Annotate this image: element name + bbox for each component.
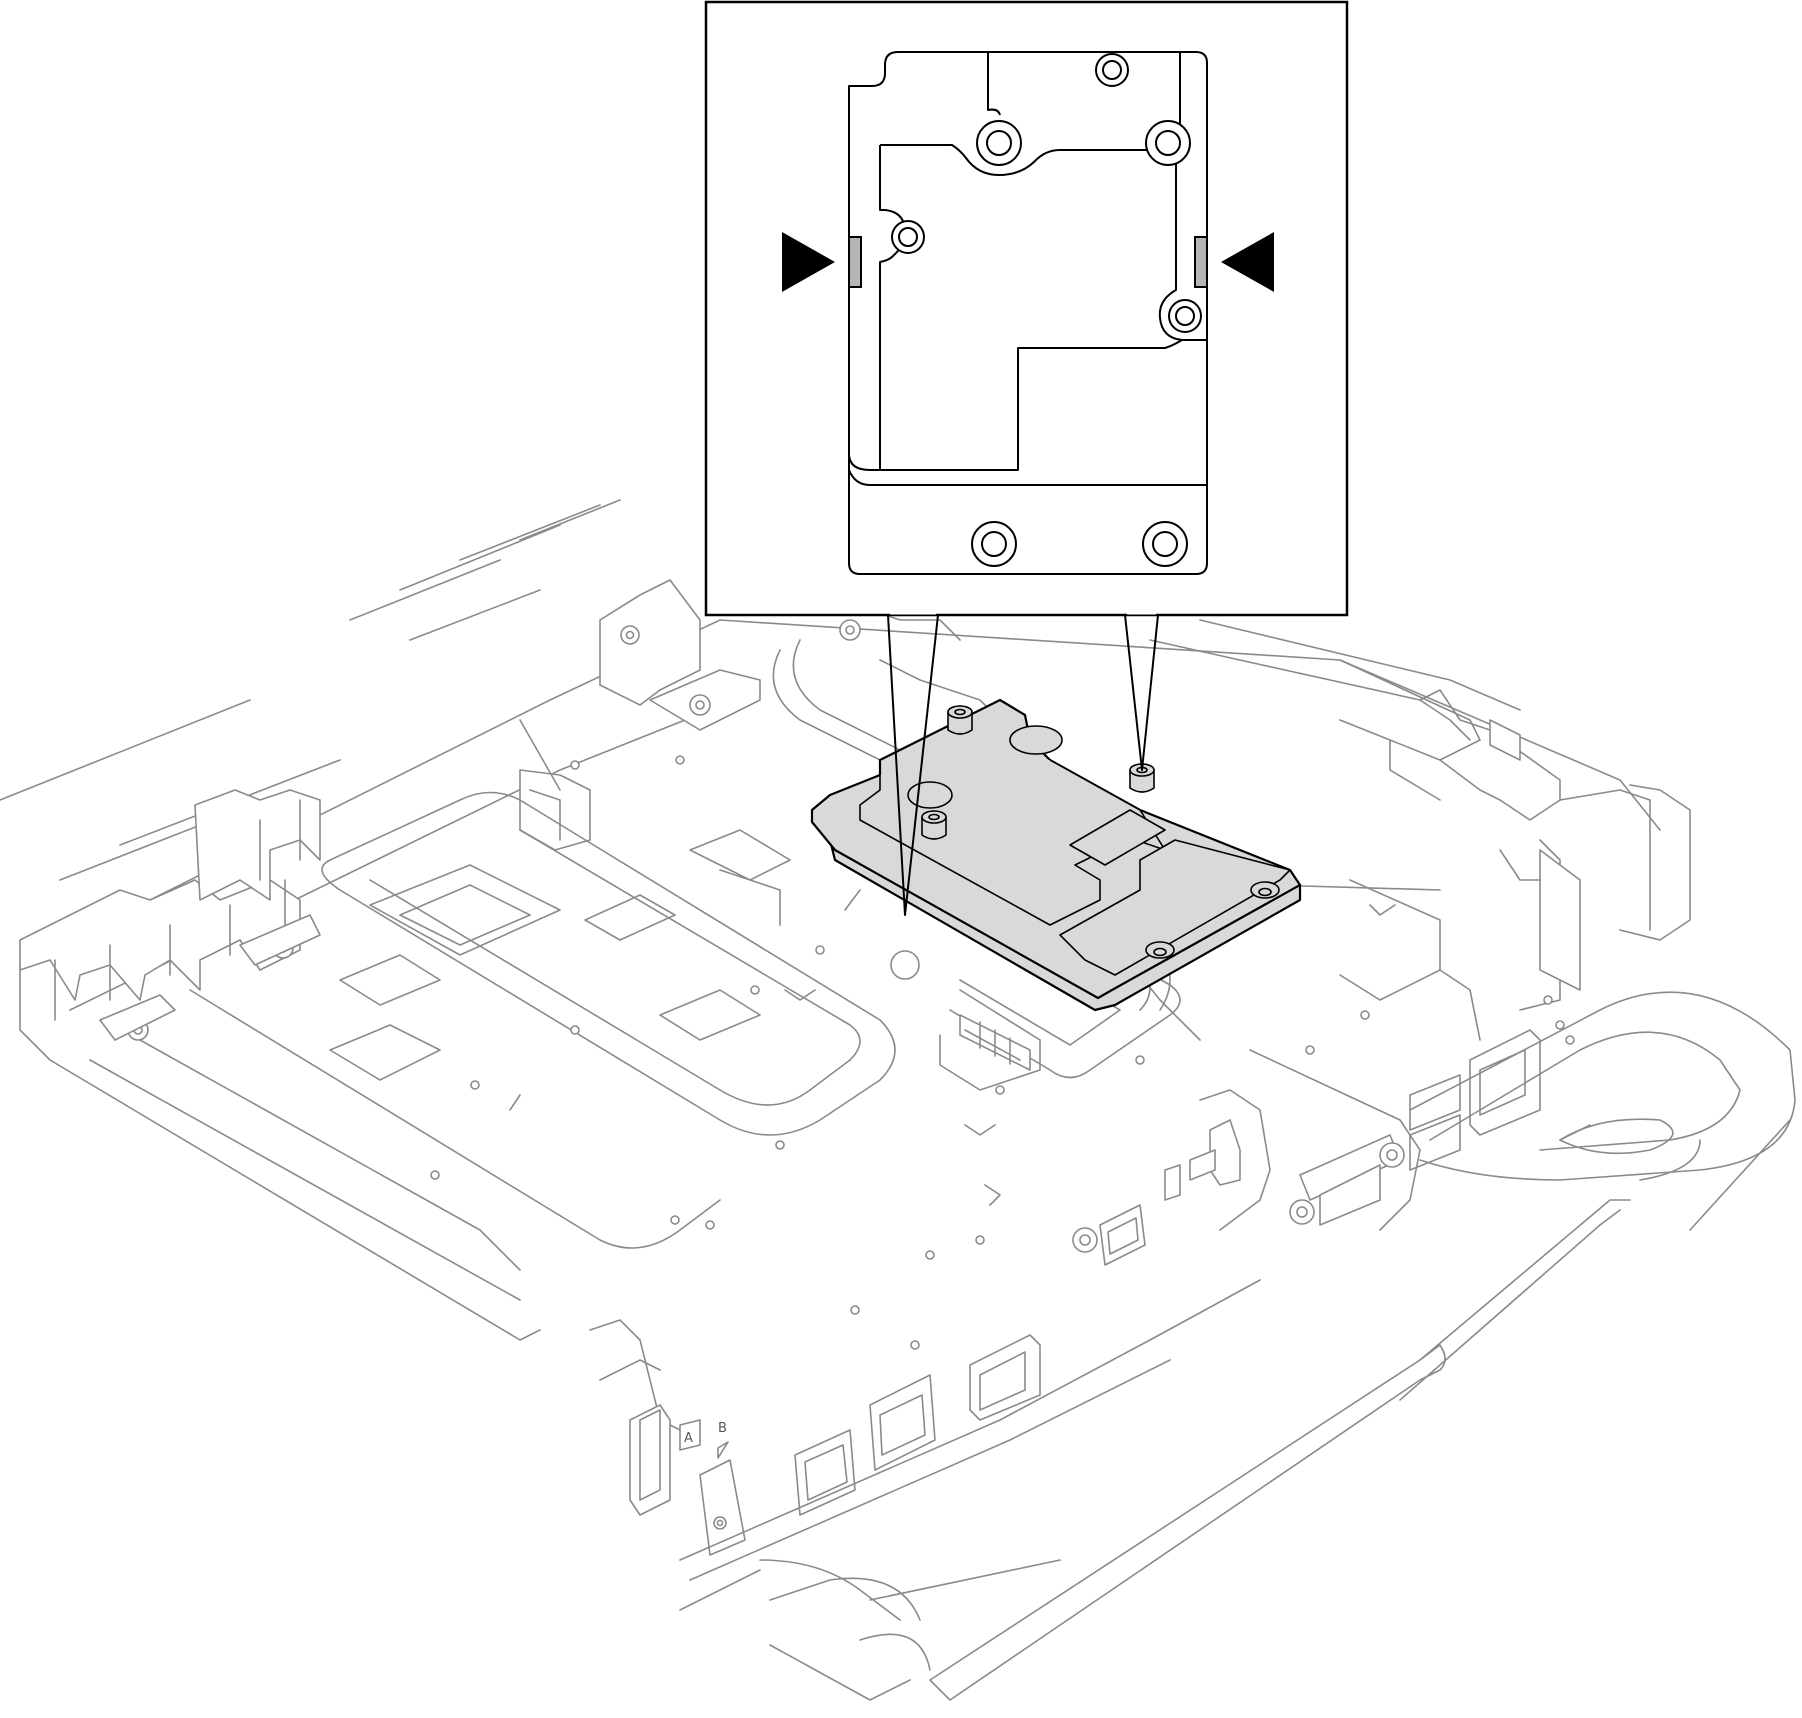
left-alignment-tab <box>848 236 862 288</box>
slot-label-b: B <box>718 1421 727 1436</box>
screw-standoffs <box>921 705 1280 959</box>
mounting-holes <box>430 755 1370 1350</box>
left-pointing-arrow-icon <box>1221 232 1274 292</box>
slot-label-a: A <box>684 1431 693 1446</box>
inner-region-edge <box>880 144 1207 341</box>
right-alignment-tab <box>1194 236 1208 288</box>
right-pointing-arrow-icon <box>782 232 835 292</box>
callout-screw-holes <box>891 53 1202 567</box>
system-board: A B <box>0 499 1796 1701</box>
highlighted-component <box>810 698 1302 1012</box>
detail-callout <box>704 0 1349 916</box>
callout-frame <box>704 0 1349 617</box>
rear-ports <box>1289 995 1575 1226</box>
front-ports <box>794 1149 1216 1516</box>
plate-outline <box>848 51 1208 575</box>
